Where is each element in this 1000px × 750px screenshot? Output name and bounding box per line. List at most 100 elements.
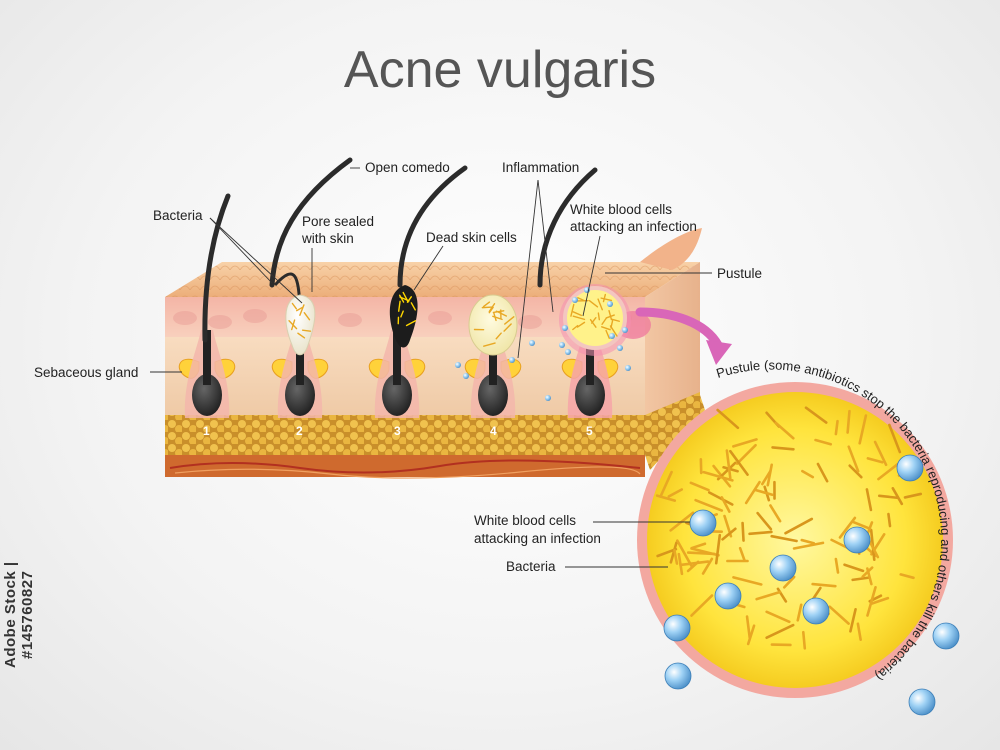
bacterium-detail xyxy=(814,438,833,446)
bacterium-detail xyxy=(765,623,795,640)
leader-bacteria-1 xyxy=(209,217,273,284)
bacterium-detail xyxy=(771,446,795,451)
white-blood-cell-small xyxy=(565,349,571,355)
bacterium-detail xyxy=(690,542,707,550)
bacterium xyxy=(410,302,416,311)
label-wbc-detail-1: White blood cells xyxy=(474,513,576,528)
bacterium-detail xyxy=(741,521,745,542)
hair-bulb xyxy=(478,374,508,416)
bacterium-detail xyxy=(720,496,731,513)
bacterium-detail xyxy=(735,443,757,465)
label-sebaceous-gland: Sebaceous gland xyxy=(34,365,138,380)
bacterium-detail xyxy=(792,541,825,550)
bacterium xyxy=(495,332,502,340)
leader-inflammation-2 xyxy=(537,179,554,313)
bacterium-detail xyxy=(766,463,773,487)
bacterium-detail xyxy=(702,470,734,482)
bacterium xyxy=(601,317,608,325)
bacterium-detail xyxy=(725,449,732,480)
bacterium-detail xyxy=(769,504,782,523)
bacterium-detail xyxy=(834,557,840,574)
bacterium xyxy=(483,342,496,347)
stock-watermark-id: Adobe Stock | #145760827 xyxy=(2,561,36,669)
bacterium xyxy=(488,303,496,313)
hair-bulb xyxy=(382,374,412,416)
diagram-title: Acne vulgaris xyxy=(343,41,657,99)
bacterium-detail xyxy=(873,440,888,467)
bacterium xyxy=(303,311,311,321)
bacterium-detail xyxy=(888,423,902,454)
bacterium-detail xyxy=(659,470,673,498)
white-blood-cell-small xyxy=(509,357,515,363)
bacterium-detail xyxy=(686,560,700,573)
subcutaneous-layer xyxy=(165,455,645,477)
bacterium xyxy=(572,315,586,321)
follicles xyxy=(178,157,631,418)
stage-number-4: 4 xyxy=(490,424,497,438)
bacterium-detail xyxy=(801,630,807,650)
bacterium-detail xyxy=(673,548,679,565)
label-inflammation: Inflammation xyxy=(502,160,579,175)
inflamed-comedo xyxy=(468,294,518,356)
bacterium xyxy=(503,323,512,332)
bacterium-detail xyxy=(828,605,850,625)
hair-bulb xyxy=(575,374,605,416)
leader-lines xyxy=(150,167,712,568)
bacterium xyxy=(597,312,601,321)
skin-side-face xyxy=(645,262,700,430)
open-comedo-plug xyxy=(389,285,418,348)
bacterium-detail xyxy=(765,610,791,624)
stage-number-5: 5 xyxy=(586,424,593,438)
bacterium xyxy=(296,306,303,312)
bacterium xyxy=(602,293,607,303)
bacterium-detail xyxy=(701,557,714,575)
bacterium-detail xyxy=(866,585,877,617)
bacterium xyxy=(588,299,599,308)
bacterium-detail xyxy=(732,438,758,448)
stage-number-1: 1 xyxy=(203,424,210,438)
leader-bacteria-2 xyxy=(209,217,303,304)
bacterium xyxy=(299,304,305,316)
white-blood-cell xyxy=(908,688,936,716)
pustule-skin-flap xyxy=(640,228,702,270)
leader-inflammation-1 xyxy=(517,179,539,359)
bacterium-detail xyxy=(849,607,857,633)
hair-shaft-2 xyxy=(269,157,353,288)
bacterium-detail xyxy=(891,487,904,506)
white-blood-cell xyxy=(769,554,797,582)
bacterium-detail xyxy=(721,527,737,541)
bacterium xyxy=(610,318,620,322)
bacterium-detail xyxy=(877,494,900,500)
white-blood-cell-small xyxy=(559,342,565,348)
bacterium-detail xyxy=(748,530,773,536)
bacterium-detail xyxy=(866,457,884,464)
bacterium xyxy=(290,319,296,331)
bacterium-detail xyxy=(689,481,710,492)
bacterium-detail xyxy=(834,419,839,436)
bacterium-detail xyxy=(856,622,862,641)
bacterium-detail xyxy=(690,594,714,617)
closed-comedo-plug xyxy=(285,294,316,356)
bacterium xyxy=(609,325,618,337)
bacterium xyxy=(577,297,585,302)
stage-number-2: 2 xyxy=(296,424,303,438)
bacterium-detail xyxy=(656,547,678,558)
bacterium-detail xyxy=(722,465,739,473)
bacterium xyxy=(301,329,312,332)
white-blood-cell xyxy=(896,454,924,482)
bacterium-detail xyxy=(816,462,829,483)
bacterium-detail xyxy=(801,469,815,479)
white-blood-cell-small xyxy=(529,340,535,346)
white-blood-cell xyxy=(802,597,830,625)
bacterium xyxy=(572,324,579,331)
bacterium xyxy=(605,329,610,339)
label-pore-sealed-1: Pore sealed xyxy=(302,214,374,229)
bacterium-detail xyxy=(694,498,724,512)
bacterium-detail xyxy=(848,464,863,479)
zoom-arrow-head xyxy=(706,340,732,365)
bacterium-detail xyxy=(714,533,722,565)
bacterium xyxy=(493,312,497,322)
bacterium xyxy=(405,320,417,327)
label-bacteria-detail: Bacteria xyxy=(506,559,556,574)
